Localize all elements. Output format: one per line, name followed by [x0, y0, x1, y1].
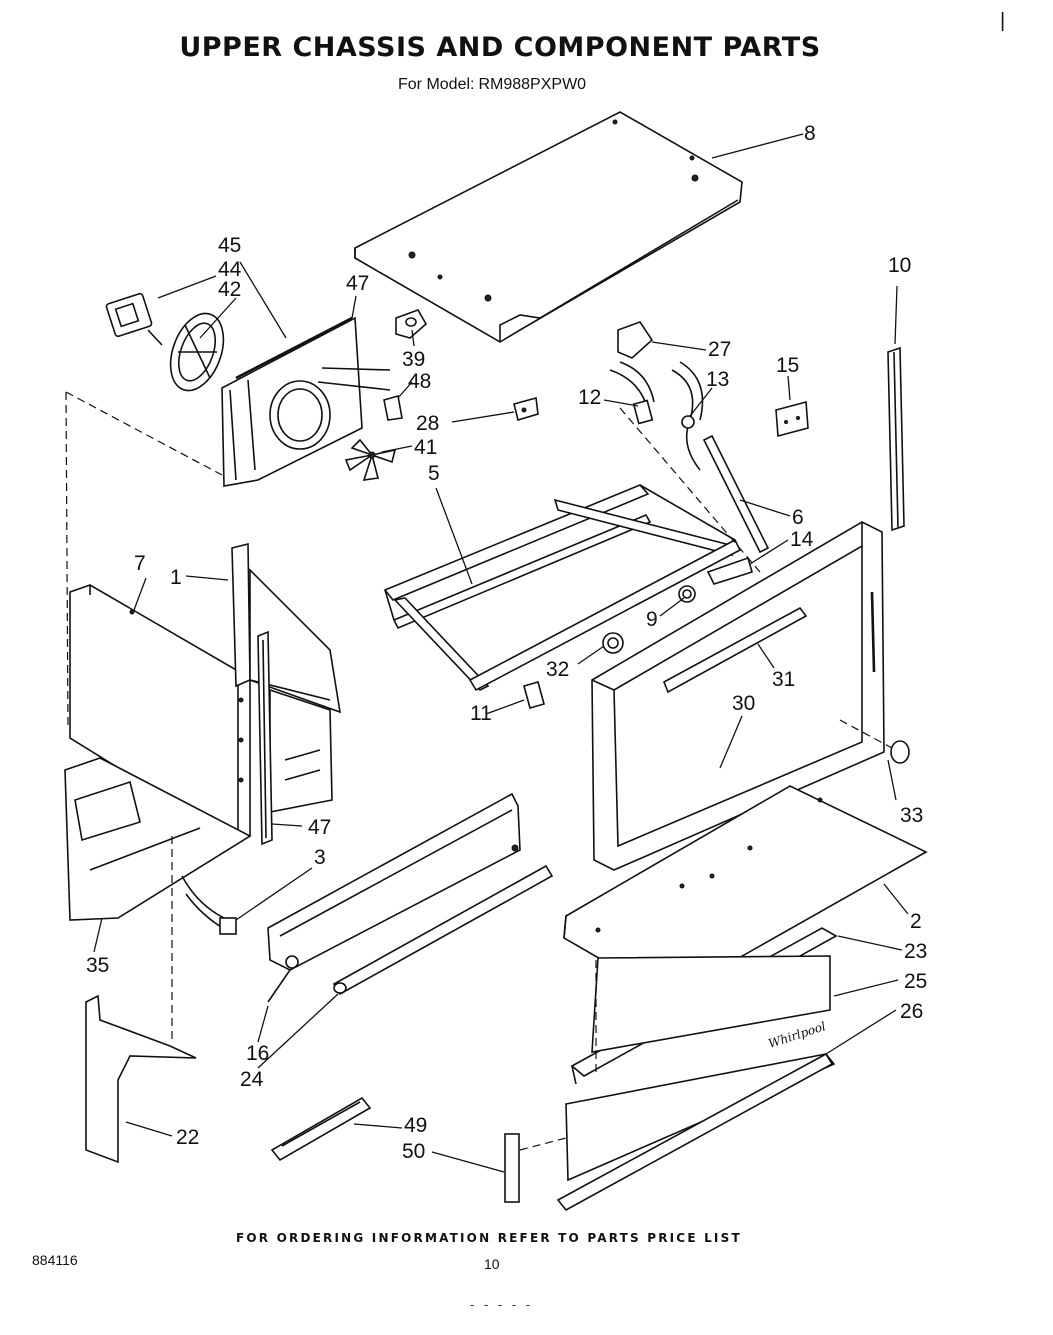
callout-2: 2	[910, 910, 922, 933]
callout-11: 11	[470, 702, 492, 725]
callout-14: 14	[790, 528, 814, 551]
page-number: 10	[484, 1256, 500, 1272]
callout-16: 16	[246, 1042, 269, 1065]
part-10-trim-strip	[887, 346, 905, 532]
callout-35: 35	[86, 954, 109, 977]
callout-31: 31	[772, 668, 795, 691]
part-3-wire-harness	[181, 875, 237, 935]
part-49-gasket	[270, 1096, 372, 1162]
part-7-side-box	[69, 584, 251, 843]
callout-48: 48	[408, 370, 431, 393]
part-14-bracket	[706, 556, 753, 585]
whirlpool-logo: Whirlpool	[767, 1019, 828, 1051]
part-47-strip	[257, 630, 273, 846]
model-line: For Model:RM988PXPW0	[398, 76, 590, 94]
callout-30: 30	[732, 692, 755, 715]
callout-50: 50	[402, 1140, 425, 1163]
callout-15: 15	[776, 354, 799, 377]
callout-39: 39	[402, 348, 425, 371]
callout-8: 8	[804, 122, 816, 145]
ordering-note: FOR ORDERING INFORMATION REFER TO PARTS …	[236, 1231, 742, 1245]
part-25-door-panel: Whirlpool	[591, 955, 831, 1053]
callout-45: 45	[218, 234, 241, 257]
part-33-knob	[890, 740, 910, 764]
part-48-bracket	[383, 394, 403, 421]
part-11-bracket	[523, 681, 545, 709]
model-label: For Model:	[398, 76, 475, 93]
callout-44: 44	[218, 258, 242, 281]
part-28-bracket	[513, 396, 539, 422]
callout-1: 1	[170, 566, 182, 589]
bottom-mark: - - - - -	[470, 1297, 534, 1312]
callout-10: 10	[888, 254, 911, 277]
callout-12: 12	[578, 386, 601, 409]
document-number: 884116	[32, 1252, 78, 1268]
part-35-base-pan	[64, 757, 252, 921]
callout-24: 24	[240, 1068, 264, 1091]
part-42-fan-ring	[169, 312, 225, 392]
part-22-bracket	[85, 994, 197, 1164]
alignment-lines	[65, 391, 893, 1151]
callout-7: 7	[134, 552, 146, 575]
callout-26: 26	[900, 1000, 923, 1023]
part-27-bracket	[617, 321, 654, 359]
part-16-trim	[267, 792, 521, 971]
callout-47-strip: 47	[308, 816, 331, 839]
part-47-duct-panel	[221, 316, 391, 487]
callout-6: 6	[792, 506, 804, 529]
callout-47-top: 47	[346, 272, 369, 295]
callout-22: 22	[176, 1126, 199, 1149]
model-number: RM988PXPW0	[478, 76, 587, 93]
page-title: UPPER CHASSIS AND COMPONENT PARTS	[179, 32, 821, 63]
callout-25: 25	[904, 970, 927, 993]
leader-lines	[93, 133, 909, 1173]
callout-labels: 8 45 44 42 47 10 39 48 28 41 5 27 15 13 …	[86, 122, 927, 1163]
part-26-rail	[556, 1052, 834, 1212]
part-41-fan-blade	[344, 438, 397, 481]
callout-41: 41	[414, 436, 437, 459]
part-50-post	[504, 1133, 520, 1203]
part-8-top-cover	[354, 111, 743, 343]
corner-mark: |	[1000, 10, 1006, 32]
callout-49: 49	[404, 1114, 427, 1137]
part-39-clip	[395, 309, 428, 339]
part-24-rod	[332, 864, 554, 996]
part-6-rod	[702, 434, 770, 554]
callout-9: 9	[646, 608, 658, 631]
part-31-handle	[662, 606, 808, 694]
part-15-plate	[775, 400, 809, 438]
callout-5: 5	[428, 462, 440, 485]
callout-13: 13	[706, 368, 729, 391]
part-32-knob	[602, 632, 624, 654]
part-2-bottom-plate	[563, 785, 928, 999]
callout-3: 3	[314, 846, 326, 869]
part-12-switch	[609, 361, 655, 425]
part-5-frame	[383, 484, 742, 692]
part-13-switch	[671, 361, 704, 471]
part-30-door-frame	[591, 521, 885, 871]
part-16-edge	[267, 969, 291, 1003]
callout-42: 42	[218, 278, 241, 301]
callout-33: 33	[900, 804, 923, 827]
callout-23: 23	[904, 940, 927, 963]
part-44-fan-motor	[105, 292, 163, 346]
callout-28: 28	[416, 412, 439, 435]
callout-27: 27	[708, 338, 731, 361]
callout-32: 32	[546, 658, 569, 681]
